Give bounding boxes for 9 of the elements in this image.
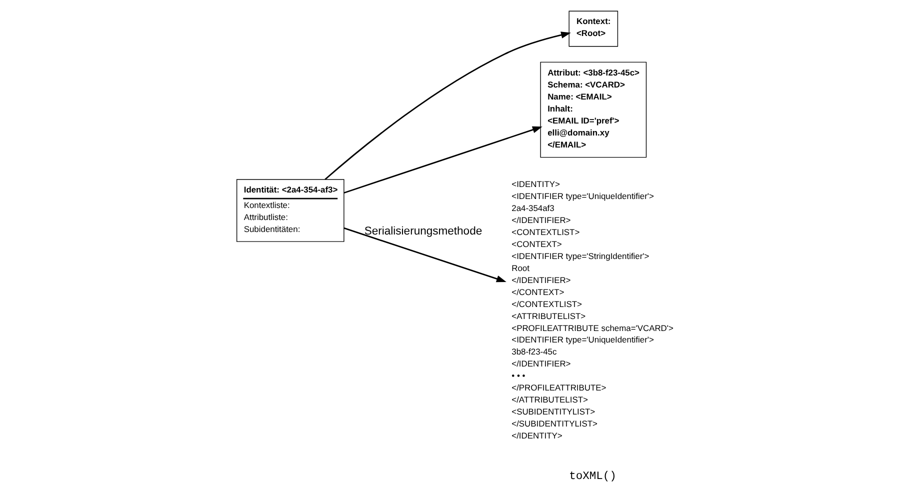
node-text: <IDENTITY> <IDENTIFIER type='UniqueIdentifier'> 2a4-354af3 </IDENTIFIER> <CONTEXTLIST> <CONTEXT> <IDENTIFIER type='StringIdentifier'> Root </IDENTIFIER> </CONTEXT> </CONTEXTLIST> <ATTRIBUTELIST> <PROFILEATTRIBUTE schema='VCARD'> <IDENTIFIER type='UniqueIdentifier'> 3b8-f23-45c </IDENTIFIER> • • • </PROFILEATTRIBUTE> </ATTRIBUTELIST> <SUBIDENTITYLIST> </SUBIDENTITYLIST> </IDENTITY> <box>512 179 674 441</box>
label: toXML() <box>569 470 616 483</box>
arrow <box>324 32 571 180</box>
arrow <box>344 126 542 194</box>
node-box: Attribut: <3b8-f23-45c> Schema: <VCARD> Name: <EMAIL> Inhalt: <EMAIL ID='pref'> elli@domain.xy </EMAIL> <box>540 62 647 158</box>
edge-label: Serialisierungsmethode <box>364 225 482 238</box>
arrow <box>344 227 506 282</box>
node-box: Identität: <2a4-354-af3> Kontextliste: Attributliste: Subidentitäten: <box>236 179 344 242</box>
node-box: Kontext: <Root> <box>568 10 618 47</box>
